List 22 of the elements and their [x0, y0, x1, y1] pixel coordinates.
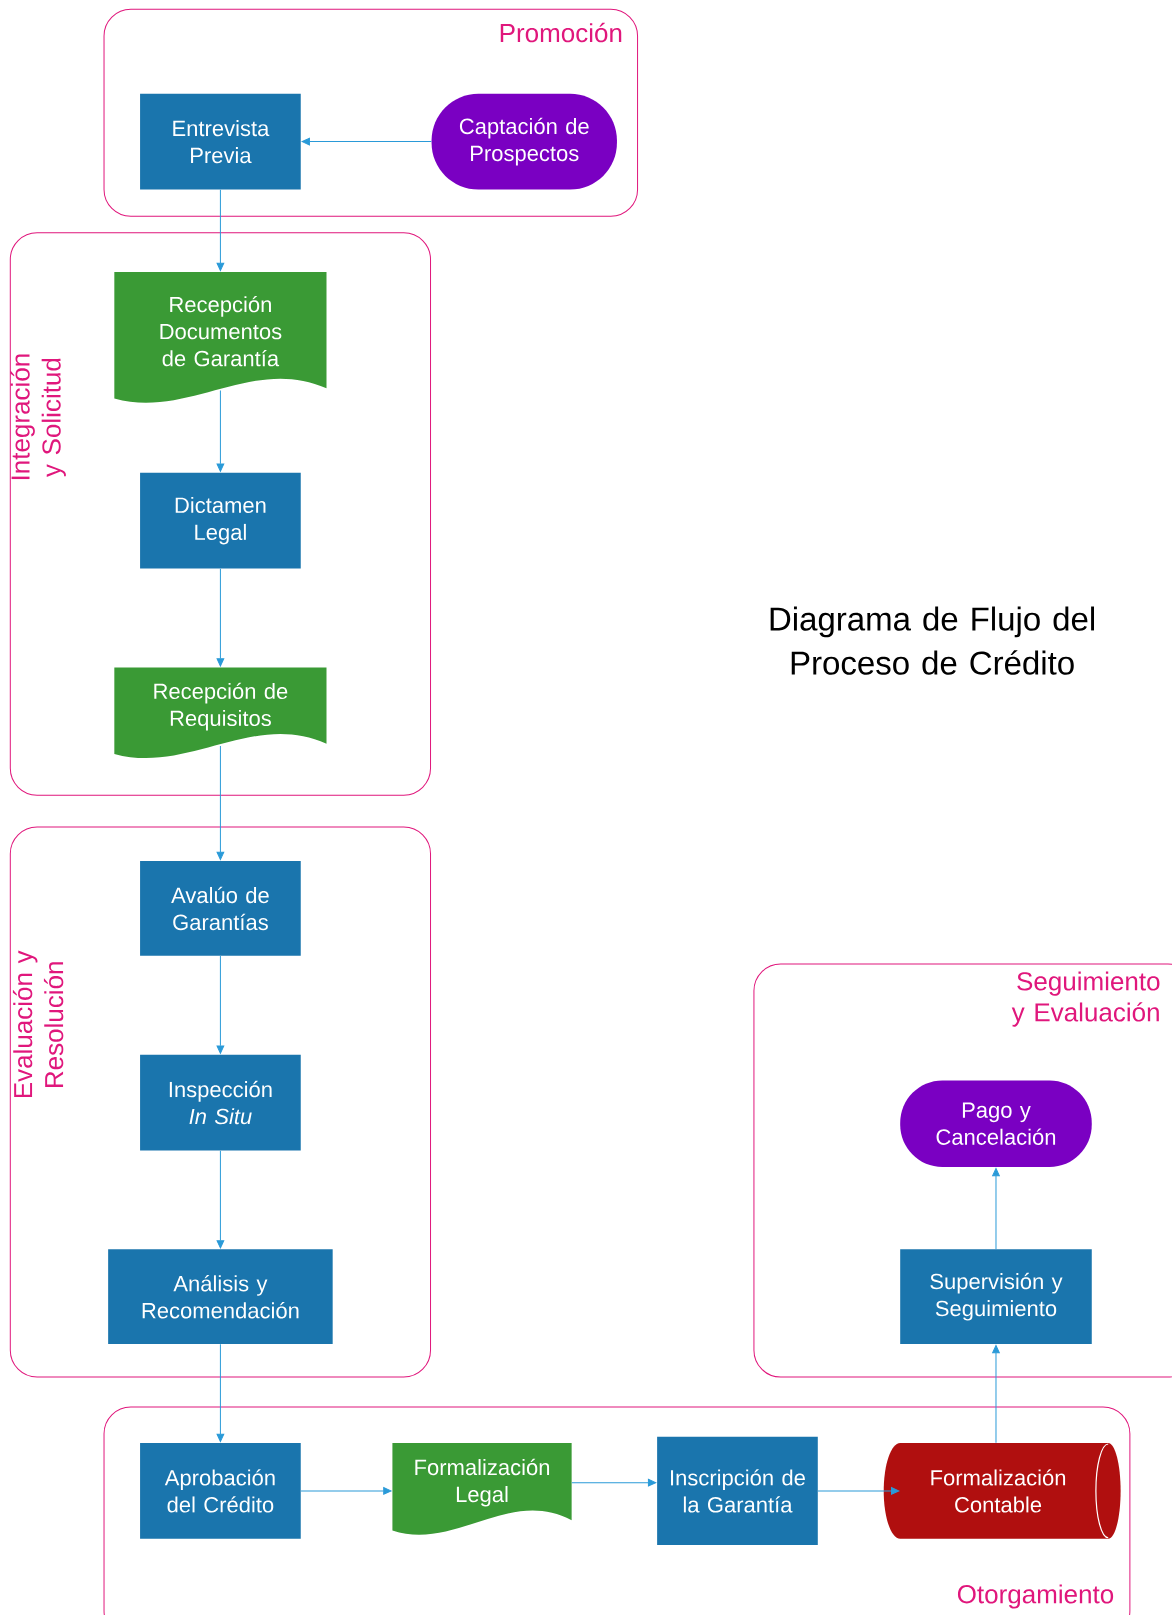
arrow: [300, 1487, 392, 1495]
arrow: [216, 568, 225, 667]
arrow: [216, 955, 225, 1054]
arrow: [571, 1478, 657, 1487]
arrow: [216, 745, 225, 861]
process-box: Supervisión y Seguimiento: [900, 1249, 1092, 1345]
arrow: [992, 1345, 1000, 1444]
process-box: Dictamen Legal: [140, 472, 301, 569]
process-box: Avalúo de Garantías: [140, 861, 301, 956]
arrow: [216, 1343, 225, 1443]
arrow: [817, 1487, 900, 1495]
arrow: [216, 390, 225, 472]
arrow: [301, 137, 432, 146]
process-box: Aprobación del Crédito: [140, 1443, 301, 1539]
process-box: Análisis y Recomendación: [108, 1249, 333, 1345]
diagram-title: Diagrama de Flujo del Proceso de Crédito: [770, 606, 1094, 675]
process-box: Entrevista Previa: [140, 93, 301, 190]
arrow: [992, 1167, 1000, 1250]
arrow: [216, 189, 225, 271]
process-box: Inspección In Situ: [140, 1054, 301, 1151]
arrow: [216, 1150, 225, 1249]
process-box: Inscripción de la Garantía: [657, 1436, 818, 1545]
